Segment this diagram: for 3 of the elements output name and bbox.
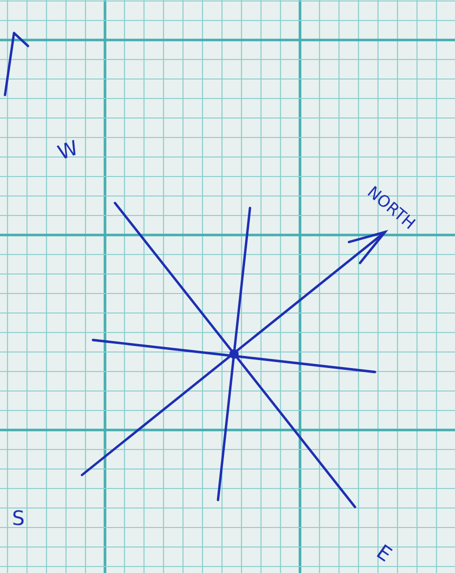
direction-label: E	[373, 541, 396, 565]
direction-label: W	[55, 137, 81, 163]
direction-label: S	[12, 508, 25, 528]
